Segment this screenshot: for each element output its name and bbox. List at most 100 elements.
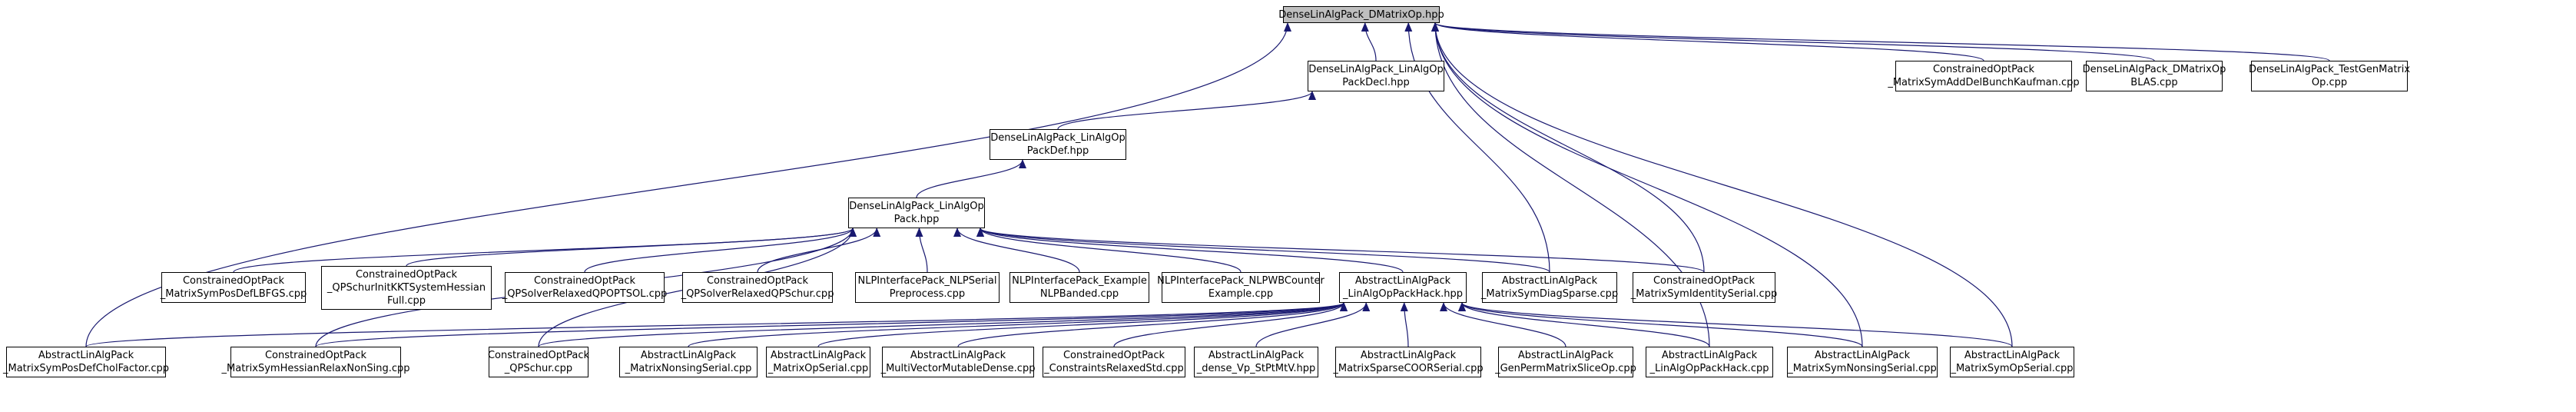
node-label-line: ConstrainedOptPack (355, 269, 458, 281)
edge-def-to-decl (1057, 91, 1316, 130)
node-matrixsymdiagsparse-cpp[interactable]: AbstractLinAlgPack _MatrixSymDiagSparse.… (1480, 272, 1619, 303)
edge-symnon-to-root (1431, 22, 1863, 347)
node-label-line: Pack.hpp (893, 214, 940, 225)
node-label-line: NLPInterfacePack_NLPSerial (857, 275, 997, 287)
node-label-line: _MatrixSparseCOORSerial.cpp (1333, 363, 1484, 374)
node-dense-vp-stptmtv-hpp[interactable]: AbstractLinAlgPack _dense_Vp_StPtMtV.hpp (1194, 347, 1318, 377)
edge-qpopt-to-pack (584, 228, 857, 273)
node-matrixsparsecoorserial-cpp[interactable]: AbstractLinAlgPack _MatrixSparseCOORSeri… (1333, 347, 1484, 377)
node-label-line: _MatrixSymNonsingSerial.cpp (1788, 363, 1937, 374)
node-matrixsymopserial-cpp[interactable]: AbstractLinAlgPack _MatrixSymOpSerial.cp… (1950, 347, 2074, 377)
edge-symnon-to-hack (1458, 302, 1863, 347)
node-label-line: _MatrixNonsingSerial.cpp (625, 363, 752, 374)
node-label-line: ConstrainedOptPack (533, 275, 636, 287)
node-label-line: _GenPermMatrixSliceOp.cpp (1495, 363, 1636, 374)
edge-decl-to-root (1361, 22, 1377, 61)
node-matrixsymposdeflbfgs-cpp[interactable]: ConstrainedOptPack _MatrixSymPosDefLBFGS… (160, 272, 307, 303)
edge-test-to-root (1431, 22, 2330, 61)
node-qpsolverrelaxedqpschur-cpp[interactable]: ConstrainedOptPack _QPSolverRelaxedQPSch… (681, 272, 834, 303)
node-label-line: _MatrixSymPosDefLBFGS.cpp (160, 288, 307, 300)
edge-perm-to-hack (1440, 302, 1566, 347)
edge-qpschur-to-hack (538, 302, 1348, 347)
edge-nlpwb-to-pack (976, 228, 1242, 273)
node-label-line: DenseLinAlgPack_DMatrixOp.hpp (1278, 8, 1444, 21)
node-label-line: DenseLinAlgPack_LinAlgOp (849, 201, 984, 212)
node-qpsolverrelaxedqpoptsol-cpp[interactable]: ConstrainedOptPack _QPSolverRelaxedQPOPT… (502, 272, 667, 303)
edge-ident-to-pack (976, 228, 1705, 273)
node-label-line: _MatrixSymAddDelBunchKaufman.cpp (1888, 77, 2080, 88)
node-label-line: NLPInterfacePack_NLPWBCounter (1157, 275, 1324, 287)
node-linalgop-packdef-hpp[interactable]: DenseLinAlgPack_LinAlgOp PackDef.hpp (990, 129, 1126, 160)
node-label-line: AbstractLinAlgPack (1517, 350, 1614, 361)
edge-pack-to-def (916, 159, 1026, 198)
node-label-line: ConstrainedOptPack (706, 275, 809, 287)
node-label-line: DenseLinAlgPack_LinAlgOp (1308, 64, 1444, 75)
node-label-line: PackDef.hpp (1026, 145, 1089, 157)
edge-constr-to-hack (1113, 302, 1348, 347)
node-qpschurinitkktsystemhessianfull-cpp[interactable]: ConstrainedOptPack _QPSchurInitKKTSystem… (321, 266, 492, 310)
edge-nlpex-to-pack (953, 228, 1080, 273)
edge-diag-to-pack (976, 228, 1550, 273)
node-matrixsymhessianrelaxnonsing-cpp[interactable]: ConstrainedOptPack _MatrixSymHessianRela… (222, 347, 409, 377)
node-label-line: Example.cpp (1208, 288, 1274, 300)
node-label-line: ConstrainedOptPack (1932, 64, 2035, 75)
edge-nlpser-to-pack (915, 228, 928, 273)
edge-symop-to-hack (1458, 302, 2013, 347)
node-label-line: AbstractLinAlgPack (38, 350, 134, 361)
node-label-line: _dense_Vp_StPtMtV.hpp (1196, 363, 1316, 374)
node-densealg-dmatrixop-hpp[interactable]: DenseLinAlgPack_DMatrixOp.hpp (1278, 6, 1444, 23)
node-nlpwbcounterexample-cpp[interactable]: NLPInterfacePack_NLPWBCounter Example.cp… (1157, 272, 1324, 303)
node-label-line: AbstractLinAlgPack (1208, 350, 1305, 361)
node-label-line: AbstractLinAlgPack (1661, 350, 1758, 361)
node-linalgop-packdecl-hpp[interactable]: DenseLinAlgPack_LinAlgOp PackDecl.hpp (1308, 61, 1444, 91)
node-label-line: DenseLinAlgPack_LinAlgOp (990, 132, 1126, 144)
node-matrixnonsingserial-cpp[interactable]: AbstractLinAlgPack _MatrixNonsingSerial.… (619, 347, 758, 377)
node-linalgoppackhack-hpp[interactable]: AbstractLinAlgPack _LinAlgOpPackHack.hpp (1339, 272, 1467, 303)
edge-opser-to-hack (817, 302, 1348, 347)
node-label-line: ConstrainedOptPack (1063, 350, 1165, 361)
node-label-line: _ConstraintsRelaxedStd.cpp (1044, 363, 1184, 374)
node-label-line: AbstractLinAlgPack (640, 350, 737, 361)
node-matrixsymidentityserial-cpp[interactable]: ConstrainedOptPack _MatrixSymIdentitySer… (1631, 272, 1777, 303)
node-label-line: AbstractLinAlgPack (770, 350, 867, 361)
node-label-line: _LinAlgOpPackHack.hpp (1342, 288, 1464, 300)
node-label-line: ConstrainedOptPack (182, 275, 285, 287)
node-label-line: NLPBanded.cpp (1039, 288, 1119, 300)
node-label-line: BLAS.cpp (2130, 77, 2178, 88)
edge-chol-to-root (85, 22, 1291, 347)
node-label-line: _QPSchur.cpp (504, 363, 573, 374)
node-genpermmatrixsliceop-cpp[interactable]: AbstractLinAlgPack _GenPermMatrixSliceOp… (1495, 347, 1636, 377)
node-label-line: AbstractLinAlgPack (1360, 350, 1457, 361)
node-label-line: _MatrixSymPosDefCholFactor.cpp (3, 363, 169, 374)
node-examplenlpbanded-cpp[interactable]: NLPInterfacePack_Example NLPBanded.cpp (1010, 272, 1149, 303)
node-label-line: _MatrixSymHessianRelaxNonSing.cpp (221, 363, 410, 374)
node-testgenmatrixop-cpp[interactable]: DenseLinAlgPack_TestGenMatrix Op.cpp (2249, 61, 2410, 91)
edge-mvmd-to-hack (957, 302, 1348, 347)
node-multivectormutabledense-cpp[interactable]: AbstractLinAlgPack _MultiVectorMutableDe… (881, 347, 1035, 377)
node-linalgop-pack-hpp[interactable]: DenseLinAlgPack_LinAlgOp Pack.hpp (848, 198, 985, 228)
node-label-line: _MatrixOpSerial.cpp (767, 363, 869, 374)
edge-dense-to-hack (1255, 302, 1371, 347)
node-label-line: NLPInterfacePack_Example (1012, 275, 1147, 287)
node-dmatrixop-blas-cpp[interactable]: DenseLinAlgPack_DMatrixOp BLAS.cpp (2083, 61, 2226, 91)
node-label-line: AbstractLinAlgPack (1501, 275, 1598, 287)
node-label-line: AbstractLinAlgPack (1354, 275, 1451, 287)
node-matrixsymnonsingserial-cpp[interactable]: AbstractLinAlgPack _MatrixSymNonsingSeri… (1787, 347, 1938, 377)
node-qpschur-cpp[interactable]: ConstrainedOptPack _QPSchur.cpp (487, 347, 590, 377)
node-nlpserialpreprocess-cpp[interactable]: NLPInterfacePack_NLPSerial Preprocess.cp… (855, 272, 1000, 303)
node-constraintsrelaxedstd-cpp[interactable]: ConstrainedOptPack _ConstraintsRelaxedSt… (1043, 347, 1185, 377)
node-linalgoppackhack-cpp[interactable]: AbstractLinAlgPack _LinAlgOpPackHack.cpp (1646, 347, 1773, 377)
node-matrixsymadddelbunchkaufman-cpp[interactable]: ConstrainedOptPack _MatrixSymAddDelBunch… (1888, 61, 2080, 91)
node-matrixsymposdefcholfactor-cpp[interactable]: AbstractLinAlgPack _MatrixSymPosDefCholF… (3, 347, 169, 377)
node-matrixopserial-cpp[interactable]: AbstractLinAlgPack _MatrixOpSerial.cpp (766, 347, 870, 377)
edge-coor-to-hack (1400, 302, 1409, 347)
node-label-line: AbstractLinAlgPack (1964, 350, 2060, 361)
node-label-line: Op.cpp (2311, 77, 2348, 88)
node-label-line: _QPSchurInitKKTSystemHessian (327, 282, 486, 294)
node-label-line: ConstrainedOptPack (487, 350, 590, 361)
node-label-line: _MatrixSymDiagSparse.cpp (1480, 288, 1619, 300)
edge-relax-to-hack (315, 302, 1348, 347)
node-label-line: ConstrainedOptPack (1653, 275, 1755, 287)
